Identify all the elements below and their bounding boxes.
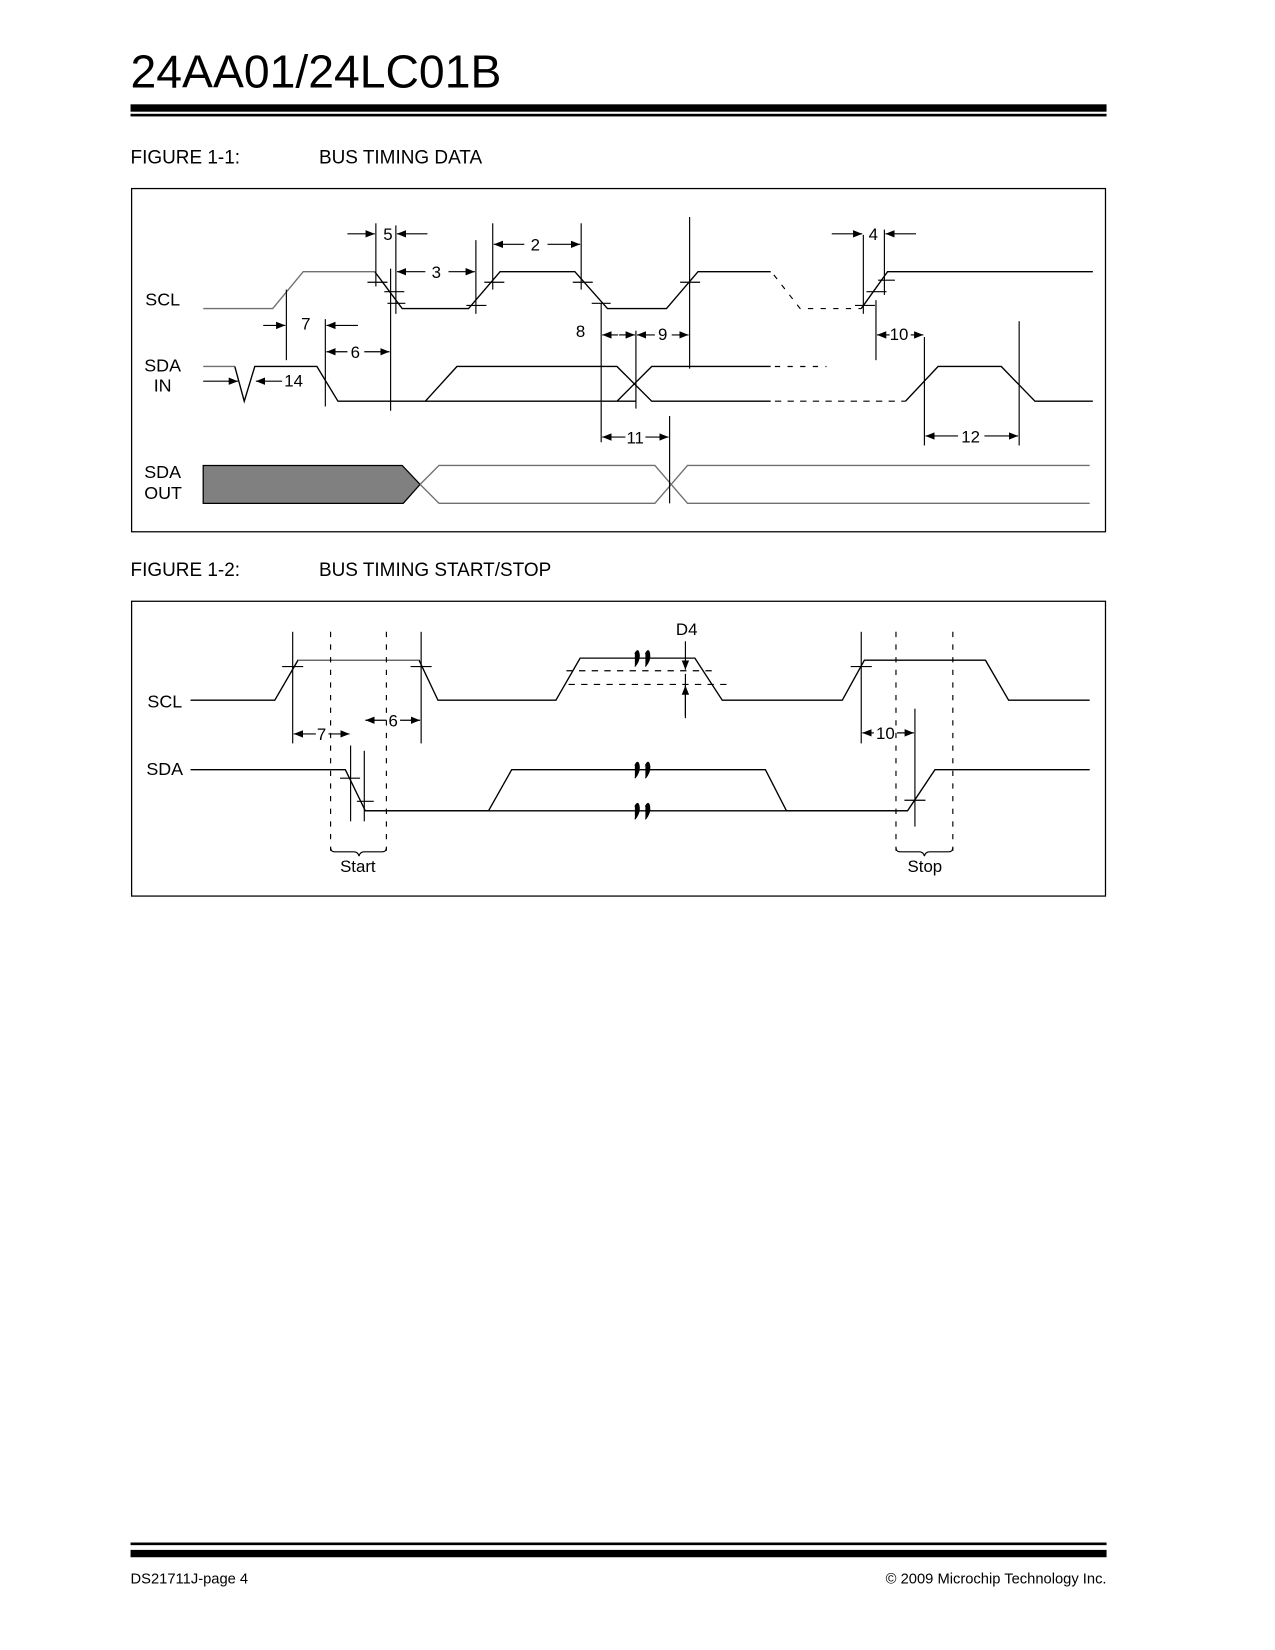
- start-bracket: Start: [330, 847, 387, 876]
- param-7: 7: [317, 725, 326, 744]
- param-d4: D4: [676, 620, 698, 639]
- figure2-title: BUS TIMING START/STOP: [319, 560, 551, 581]
- stop-label: Stop: [908, 857, 943, 876]
- param-2: 2: [531, 236, 540, 255]
- signal-label-scl: SCL: [147, 692, 182, 712]
- param-4: 4: [869, 225, 878, 244]
- param-8: 8: [576, 322, 585, 341]
- signal-label-sda-out: SDA: [144, 462, 181, 482]
- param-6: 6: [351, 343, 360, 362]
- figure1-title: BUS TIMING DATA: [319, 147, 482, 168]
- timing-reference-lines: [285, 216, 1020, 504]
- timing-dimensions: 7 6 D4 10: [293, 620, 914, 744]
- param-3: 3: [432, 263, 441, 282]
- scl-waveform: [203, 271, 1093, 310]
- figure2-label: FIGURE 1-2:: [131, 560, 240, 581]
- footer-thin-rule: [130, 1542, 1107, 1546]
- figure1-label: FIGURE 1-1:: [131, 147, 240, 168]
- sda-in-waveform: [203, 365, 1093, 404]
- figure2-timing-diagram: SCL SDA: [130, 600, 1107, 897]
- signal-label-scl: SCL: [145, 289, 180, 309]
- start-label: Start: [340, 857, 376, 876]
- param-10: 10: [876, 724, 895, 743]
- signal-label-sda-out-2: OUT: [144, 483, 182, 503]
- param-6: 6: [389, 712, 398, 731]
- param-12: 12: [961, 427, 980, 446]
- param-10: 10: [890, 325, 909, 344]
- timing-dimensions: 5 3 2 4 7 6 14 8: [203, 225, 1019, 447]
- figure2-frame: [130, 600, 1107, 897]
- param-14: 14: [284, 371, 303, 390]
- figure1-frame: [130, 187, 1107, 533]
- header-thick-rule: [130, 104, 1107, 112]
- header-thin-rule: [130, 113, 1107, 117]
- footer-thick-rule: [130, 1549, 1107, 1558]
- sda-waveform: [190, 761, 1090, 820]
- signal-label-sda-in-2: IN: [154, 376, 172, 396]
- sda-out-waveform: [202, 464, 1090, 505]
- param-7: 7: [301, 315, 310, 334]
- param-9: 9: [658, 325, 667, 344]
- footer-doc-page: DS21711J-page 4: [131, 1572, 249, 1588]
- signal-label-sda: SDA: [146, 759, 183, 779]
- stop-bracket: Stop: [895, 847, 954, 876]
- page-title: 24AA01/24LC01B: [131, 45, 502, 97]
- param-5: 5: [383, 225, 392, 244]
- scl-waveform: [190, 650, 1090, 701]
- footer-copyright: © 2009 Microchip Technology Inc.: [886, 1572, 1107, 1588]
- param-11: 11: [626, 428, 643, 447]
- figure1-timing-diagram: SCL SDA IN SDA OUT: [130, 187, 1107, 533]
- signal-label-sda-in: SDA: [144, 356, 181, 376]
- timing-reference-lines: [282, 631, 954, 851]
